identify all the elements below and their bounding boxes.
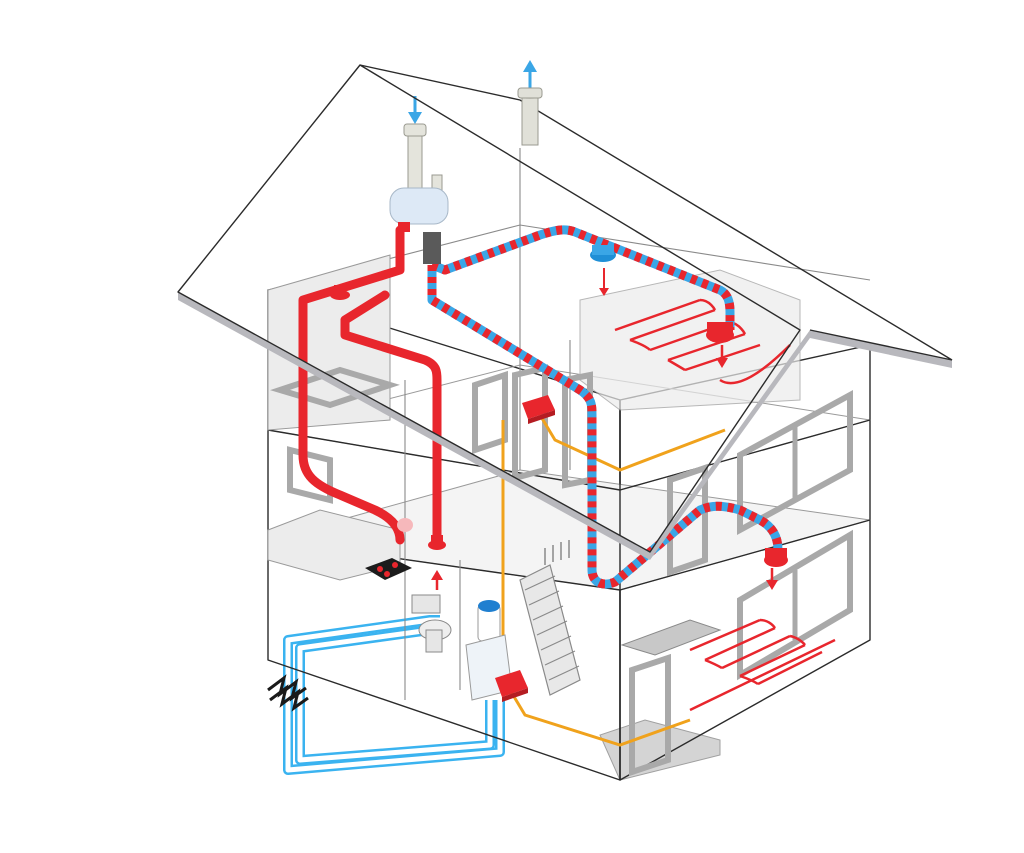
exhaust-vent [517,87,543,146]
vent-outlets [330,245,788,567]
cooktop [365,558,412,580]
underfloor-heating-ground [689,618,836,712]
underfloor-heating-upper [614,298,791,385]
furniture [270,364,853,777]
heat-recovery-unit [389,123,449,264]
heat-pump-unit-ground [495,670,528,702]
arrow-down-icon [716,345,728,368]
heat-pump-unit-upper [522,395,555,424]
warm-air-ducts [298,225,442,545]
roof [177,64,953,560]
arrow-down-icon [408,96,422,124]
arrow-down-icon [599,268,609,296]
house-shell [267,148,871,781]
porch-slab [599,719,721,781]
arrow-down-icon [766,568,778,590]
arrow-up-icon [431,570,443,590]
toilet [411,594,452,653]
arrow-up-icon [523,60,537,88]
attic-room-right [579,269,801,411]
mixed-air-duct [427,225,783,589]
ground-zigzag-icon [267,674,309,712]
staircase [519,540,581,696]
porch-canopy [620,619,722,656]
ground-loop [283,615,505,775]
